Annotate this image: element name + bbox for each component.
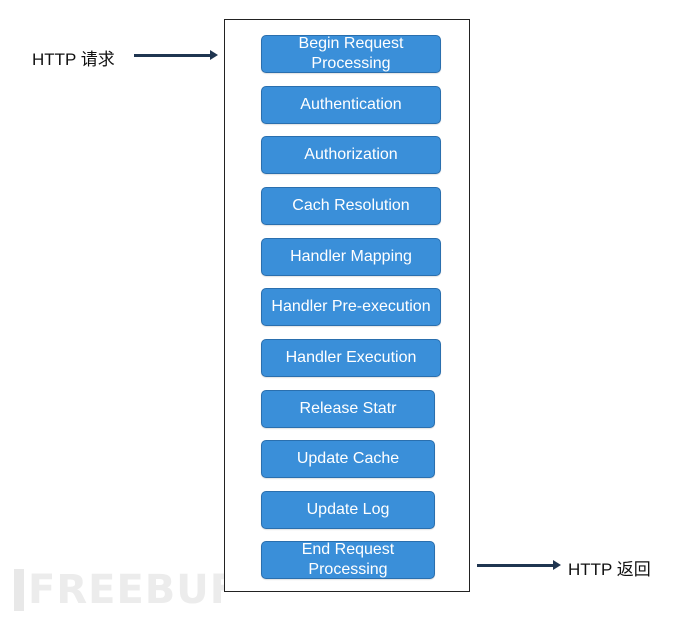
stage-begin-request-processing: Begin Request Processing xyxy=(261,35,441,73)
freebuf-watermark: FREEBUF xyxy=(14,566,238,614)
stage-cache-resolution: Cach Resolution xyxy=(261,187,441,225)
watermark-text: FREEBUF xyxy=(28,567,239,613)
arrow-head-icon xyxy=(553,560,561,570)
stage-authentication: Authentication xyxy=(261,86,441,124)
stage-handler-execution: Handler Execution xyxy=(261,339,441,377)
arrow-head-icon xyxy=(210,50,218,60)
stage-update-log: Update Log xyxy=(261,491,435,529)
watermark-logo-bar xyxy=(14,569,24,611)
http-response-label: HTTP 返回 xyxy=(568,560,651,579)
stage-update-cache: Update Cache xyxy=(261,440,435,478)
http-request-label: HTTP 请求 xyxy=(32,50,115,69)
stage-authorization: Authorization xyxy=(261,136,441,174)
stage-handler-pre-execution: Handler Pre-execution xyxy=(261,288,441,326)
stage-handler-mapping: Handler Mapping xyxy=(261,238,441,276)
stage-release-state: Release Statr xyxy=(261,390,435,428)
stage-end-request-processing: End Request Processing xyxy=(261,541,435,579)
